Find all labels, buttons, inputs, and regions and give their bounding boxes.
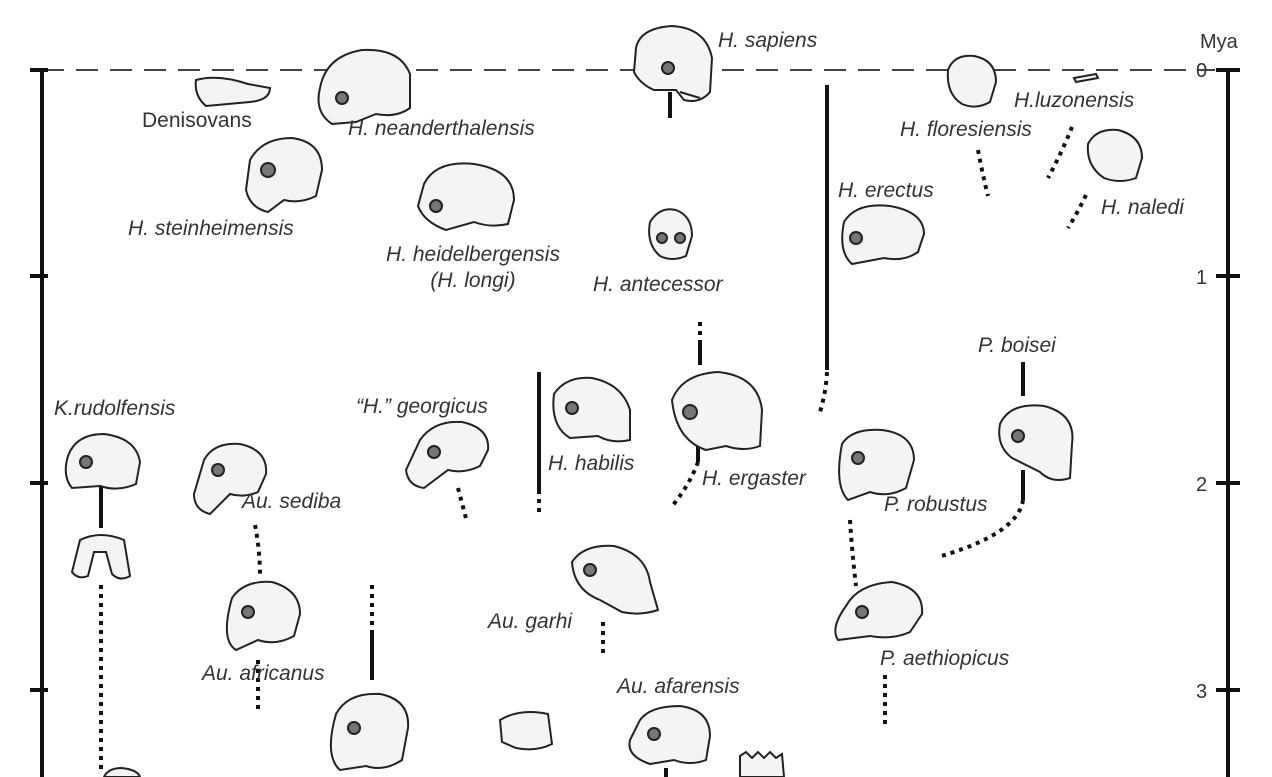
axis-tick-3: 3: [1196, 681, 1208, 703]
teeth-fragment-icon: [739, 750, 786, 777]
axis-tick-1: 1: [1196, 267, 1208, 289]
dotted-ranges: [99, 126, 1088, 770]
axis-unit-label: Mya: [1200, 31, 1238, 53]
dotted-floresiensis: [976, 149, 990, 197]
skull-steinheimensis-icon: [244, 136, 324, 214]
label-h-floresiensis: H. floresiensis: [900, 118, 1032, 141]
left-time-axis: [30, 68, 48, 777]
dotted-erectus-tail: [818, 371, 829, 413]
label-h-heidelbergensis: H. heidelbergensis: [386, 243, 560, 266]
label-au-africanus: Au. africanus: [202, 662, 325, 685]
bone-luzonensis-icon: [1072, 72, 1100, 84]
skull-denisovans-icon: [194, 76, 272, 108]
dotted-georgicus: [456, 487, 469, 523]
label-h-longi: (H. longi): [430, 269, 516, 292]
jaw-afarensis-icon: [498, 711, 554, 751]
skull-afarensis-icon: [628, 704, 712, 766]
skull-sediba-icon: [192, 442, 268, 516]
label-h-neanderthalensis: H. neanderthalensis: [348, 117, 535, 140]
dotted-ergaster-tail: [671, 461, 700, 507]
skull-habilis-icon: [552, 376, 631, 443]
label-h-georgicus: “H.” georgicus: [356, 395, 488, 418]
dotted-boisei-tail: [937, 499, 1025, 559]
skull-ergaster-icon: [670, 370, 764, 452]
skull-erectus-icon: [841, 204, 926, 266]
skull-heidelbergensis-icon: [416, 162, 516, 232]
skull-illustrations: [64, 24, 1144, 777]
skull-rudolfensis-icon: [64, 432, 142, 490]
range-bars: [99, 85, 1025, 777]
label-h-habilis: H. habilis: [548, 452, 635, 475]
label-h-naledi: H. naledi: [1101, 196, 1184, 219]
skull-antecessor-icon: [648, 208, 694, 260]
skull-robustus-icon: [838, 428, 916, 502]
label-h-sapiens: H. sapiens: [718, 29, 818, 52]
dotted-naledi: [1066, 194, 1088, 230]
axis-tick-0: 0: [1196, 60, 1208, 82]
label-au-afarensis: Au. afarensis: [617, 675, 740, 698]
skull-africanus-icon: [225, 580, 302, 652]
skull-floresiensis-icon: [946, 54, 998, 108]
skull-garhi-icon: [570, 544, 660, 615]
label-h-steinheimensis: H. steinheimensis: [128, 217, 294, 240]
right-time-axis: [1216, 68, 1240, 777]
skull-bottom-icon: [329, 692, 410, 772]
skull-aethiopicus-icon: [834, 580, 924, 642]
label-h-luzonensis: H.luzonensis: [1014, 89, 1135, 112]
label-h-ergaster: H. ergaster: [702, 467, 806, 490]
label-au-garhi: Au. garhi: [488, 610, 573, 633]
axis-tick-2: 2: [1196, 474, 1208, 496]
dotted-luzonensis: [1046, 126, 1074, 179]
skull-partial-bottom-left-icon: [102, 766, 142, 777]
dotted-sediba: [253, 524, 262, 579]
label-k-rudolfensis: K.rudolfensis: [54, 397, 176, 420]
label-h-erectus: H. erectus: [838, 179, 934, 202]
label-au-sediba: Au. sediba: [242, 490, 342, 513]
skull-georgicus-icon: [404, 420, 490, 490]
label-h-antecessor: H. antecessor: [593, 273, 723, 296]
skull-neanderthalensis-icon: [317, 48, 411, 126]
skull-boisei-icon: [998, 404, 1074, 481]
dotted-robustus: [848, 519, 858, 587]
label-denisovans: Denisovans: [142, 109, 252, 132]
label-p-boisei: P. boisei: [978, 334, 1056, 357]
jaw-rudolfensis-icon: [70, 534, 132, 580]
skull-naledi-icon: [1086, 128, 1144, 182]
skull-sapiens-icon: [632, 24, 714, 102]
label-p-aethiopicus: P. aethiopicus: [880, 647, 1010, 670]
label-p-robustus: P. robustus: [884, 493, 988, 516]
